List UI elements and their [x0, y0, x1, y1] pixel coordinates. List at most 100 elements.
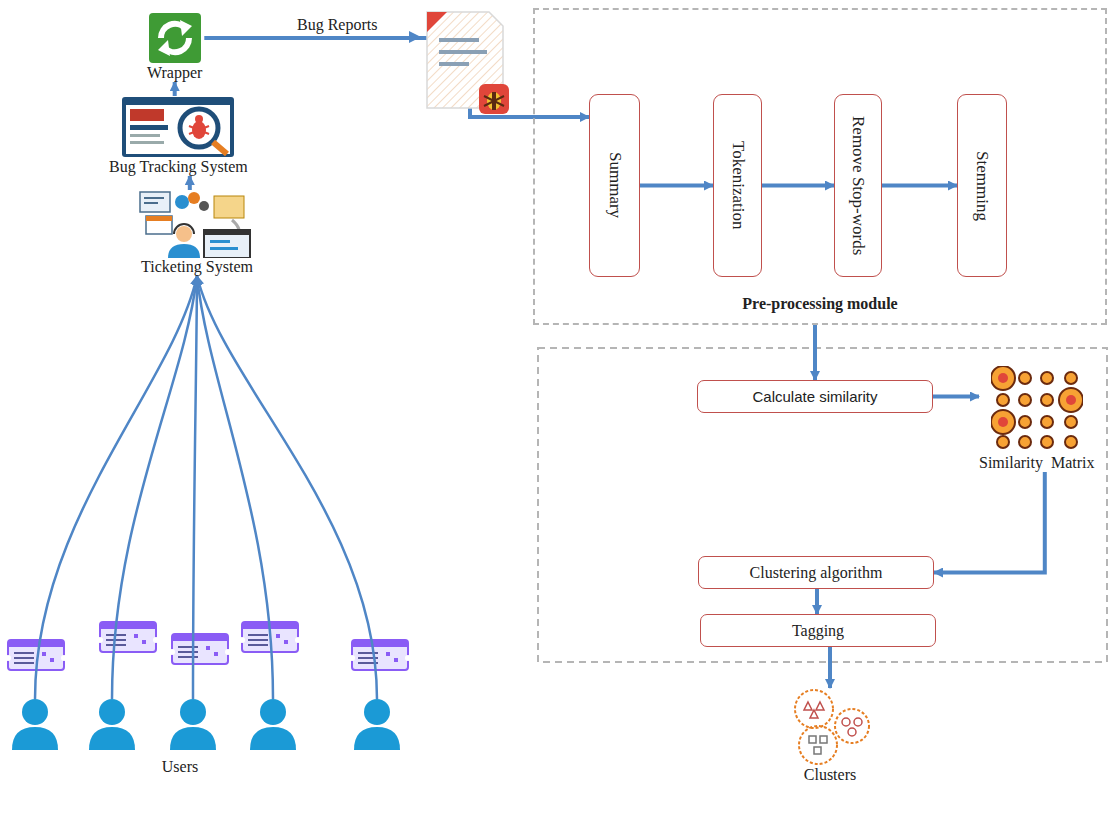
connector-line — [828, 647, 832, 688]
icon-part — [199, 201, 209, 211]
icon-part — [1065, 416, 1077, 428]
icon-part — [1019, 372, 1031, 384]
wrapper-icon — [148, 12, 202, 64]
icon-part — [991, 366, 1015, 390]
flow-arrow — [882, 185, 957, 186]
icon-part — [835, 709, 869, 743]
bug-report-document-icon — [427, 12, 509, 114]
icon-part — [1041, 394, 1053, 406]
process-box: Clustering algorithm — [698, 556, 934, 589]
icon-part — [130, 125, 168, 130]
icon-part — [204, 230, 250, 258]
icon-part — [998, 417, 1008, 427]
icon-part — [144, 202, 158, 204]
icon-part — [140, 192, 170, 212]
node-label: Users — [130, 758, 230, 776]
icon-part — [997, 436, 1009, 448]
flow-arrow — [35, 276, 377, 699]
box-label: Summary — [605, 152, 625, 218]
clustering-module-frame — [538, 348, 1107, 662]
process-box: Tagging — [700, 614, 936, 647]
icon-part — [130, 109, 164, 121]
icon-part — [210, 247, 238, 250]
connector-line — [188, 176, 192, 190]
connector-line — [112, 276, 197, 699]
icon-part — [130, 134, 160, 137]
connector-line — [173, 82, 177, 96]
node-label: Bug Tracking System — [109, 158, 248, 176]
flow-arrow — [934, 472, 1045, 573]
icon-part — [1041, 416, 1053, 428]
icon-part — [146, 216, 172, 234]
icon-part — [1059, 388, 1083, 412]
icon-part — [204, 230, 250, 235]
connector-line — [197, 276, 273, 699]
icon-part — [842, 718, 850, 726]
ticketing-system-icon — [132, 190, 262, 258]
flow-arrow — [204, 38, 589, 117]
node-label: Wrapper — [147, 64, 202, 82]
user-body — [170, 727, 216, 750]
icon-node: Clusters — [788, 688, 872, 784]
bug-tracking-icon — [121, 96, 235, 158]
module-heading: Pre-processing module — [535, 295, 1105, 313]
clusters-icon — [788, 688, 872, 766]
user-head — [260, 699, 286, 725]
ticket-icons — [5, 622, 411, 670]
icon-part — [1041, 436, 1053, 448]
flow-arrow — [762, 185, 834, 186]
connector-line — [204, 38, 589, 117]
icon-part — [1065, 372, 1077, 384]
bug-tracking-icon — [121, 96, 235, 158]
connector-line — [815, 589, 819, 614]
flow-arrow — [933, 396, 979, 397]
connector-line — [813, 325, 817, 380]
icon-part — [168, 244, 200, 258]
icon-part — [146, 216, 172, 221]
icon-part — [810, 710, 818, 718]
icon-part — [816, 702, 824, 710]
icon-part — [1041, 372, 1053, 384]
icon-part — [848, 728, 856, 736]
connector-line — [933, 395, 979, 399]
user-body — [250, 727, 296, 750]
icon-node: Ticketing System — [132, 190, 262, 276]
box-label: Clustering algorithm — [750, 564, 883, 582]
similarity-matrix-icon — [991, 366, 1083, 454]
users-group: Users — [5, 688, 415, 785]
icon-part — [189, 126, 209, 134]
icon-part — [149, 13, 201, 63]
node-label: Ticketing System — [141, 258, 253, 276]
connector-line — [35, 276, 197, 699]
box-label: Remove Stop-words — [848, 116, 868, 255]
process-box: Tokenization — [713, 94, 762, 277]
process-box: Stemming — [957, 94, 1007, 277]
box-label: Calculate similarity — [752, 388, 877, 405]
box-label: Tagging — [792, 622, 844, 640]
icon-part — [126, 105, 230, 154]
icon-part — [195, 115, 203, 123]
icon-part — [174, 224, 194, 234]
flow-arrow — [815, 325, 816, 380]
icon-part — [1066, 395, 1076, 405]
icon-part — [1065, 436, 1077, 448]
icon-part — [854, 718, 862, 726]
connector-line — [197, 276, 377, 699]
process-box: Calculate similarity — [697, 380, 933, 413]
node-label: Clusters — [804, 766, 856, 784]
icon-part — [795, 690, 833, 728]
icon-part — [1019, 394, 1031, 406]
icon-part — [189, 126, 209, 134]
module-frame: Pre-processing module Summary Tokenization… — [533, 8, 1107, 325]
flow-arrow — [640, 185, 713, 186]
edge-label: Bug Reports — [295, 16, 379, 34]
flow-arrow — [817, 589, 818, 614]
icon-part — [991, 410, 1015, 434]
box-label: Stemming — [972, 151, 992, 221]
icon-part — [176, 226, 192, 242]
flow-arrow — [174, 82, 175, 96]
user-head — [364, 699, 390, 725]
icon-part — [214, 196, 244, 218]
arrowhead — [409, 31, 421, 43]
icon-part — [1019, 416, 1031, 428]
